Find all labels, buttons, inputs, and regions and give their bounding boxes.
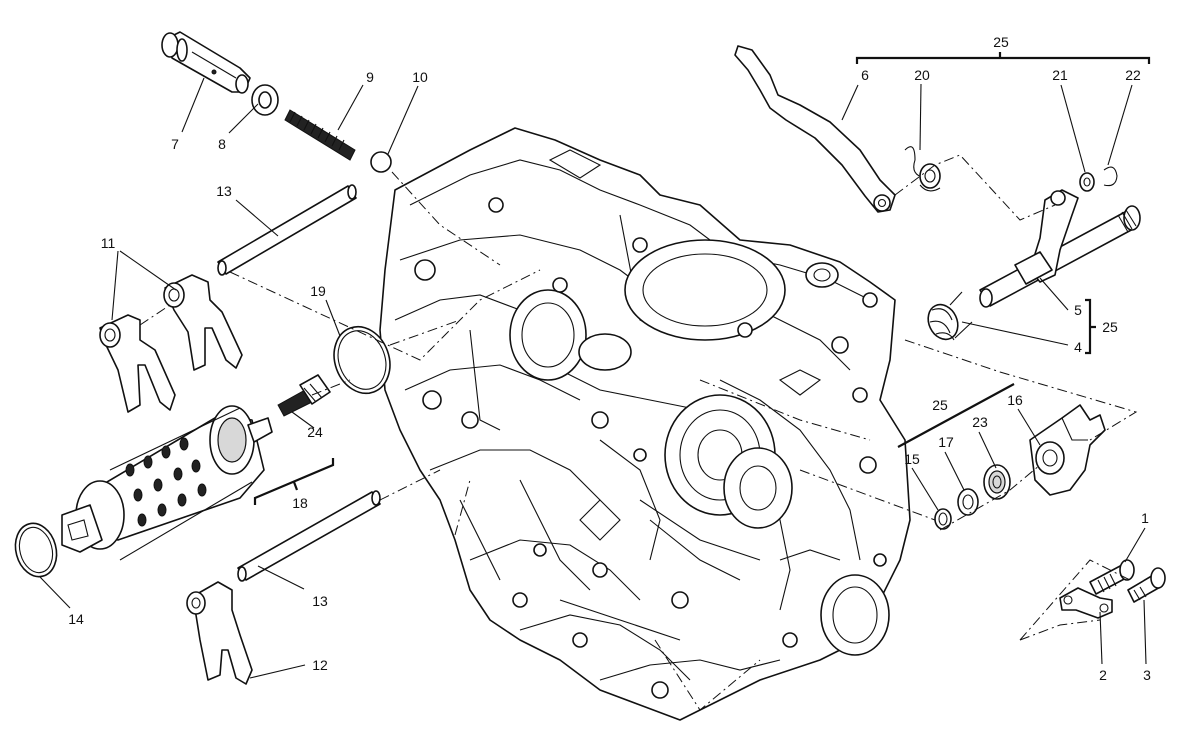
bracket-25-middle bbox=[897, 383, 1015, 448]
part-8-washer bbox=[251, 84, 279, 116]
part-16-plate bbox=[1029, 404, 1106, 496]
crankcase-half bbox=[379, 127, 911, 721]
part-13-fork-rod-lower bbox=[237, 490, 381, 582]
part-3-screw bbox=[1127, 567, 1166, 603]
part-22-circlip bbox=[1103, 166, 1118, 187]
callout-4: 4 bbox=[1074, 339, 1082, 355]
part-24-pin bbox=[277, 374, 331, 417]
part-19-o-ring bbox=[333, 325, 391, 395]
callout-12: 12 bbox=[312, 657, 328, 673]
part-20-spring-clip bbox=[904, 146, 941, 192]
part-21-washer bbox=[1079, 172, 1095, 192]
part-2-plate bbox=[1059, 587, 1113, 619]
part-13-fork-rod-upper bbox=[217, 184, 357, 276]
callout-3: 3 bbox=[1143, 667, 1151, 683]
part-15-circlip bbox=[934, 508, 952, 530]
callout-11: 11 bbox=[101, 235, 116, 251]
part-23-seal bbox=[983, 464, 1011, 500]
callout-16: 16 bbox=[1007, 392, 1023, 408]
callout-25-right: 25 bbox=[1102, 319, 1118, 335]
callout-10: 10 bbox=[412, 69, 428, 85]
part-9-spring bbox=[284, 109, 356, 161]
part-4-return-spring bbox=[927, 291, 973, 341]
callout-13-upper: 13 bbox=[216, 183, 232, 199]
part-1-screw bbox=[1089, 559, 1135, 595]
assembly-lines bbox=[139, 154, 1138, 711]
part-14-o-ring bbox=[14, 522, 58, 578]
callout-15: 15 bbox=[904, 451, 920, 467]
callout-5: 5 bbox=[1074, 302, 1082, 318]
leader-lines bbox=[39, 77, 1147, 679]
bracket-25-top bbox=[855, 52, 1151, 64]
callout-17: 17 bbox=[938, 434, 954, 450]
callout-23: 23 bbox=[972, 414, 988, 430]
callout-18: 18 bbox=[292, 495, 308, 511]
part-10-ball bbox=[370, 151, 392, 173]
part-17-washer bbox=[957, 488, 979, 516]
part-18-selector-drum bbox=[61, 405, 273, 561]
callout-24: 24 bbox=[307, 424, 323, 440]
part-11-shift-fork-b bbox=[163, 274, 243, 371]
callout-6: 6 bbox=[861, 67, 869, 83]
callout-7: 7 bbox=[171, 136, 179, 152]
callout-1: 1 bbox=[1141, 510, 1149, 526]
callout-19: 19 bbox=[310, 283, 326, 299]
callout-22: 22 bbox=[1125, 67, 1141, 83]
bracket-25-right bbox=[1085, 298, 1096, 355]
callout-8: 8 bbox=[218, 136, 226, 152]
callout-labels: 7 8 9 10 13 11 19 24 18 14 13 12 25 6 20… bbox=[68, 34, 1151, 683]
part-6-shift-arm bbox=[734, 45, 896, 213]
bracket-18 bbox=[253, 458, 335, 505]
callout-25-top: 25 bbox=[993, 34, 1009, 50]
callout-21: 21 bbox=[1052, 67, 1068, 83]
part-7-detent-bolt bbox=[161, 31, 251, 94]
callout-9: 9 bbox=[366, 69, 374, 85]
callout-2: 2 bbox=[1099, 667, 1107, 683]
callout-14: 14 bbox=[68, 611, 84, 627]
callout-25-middle: 25 bbox=[932, 397, 948, 413]
part-12-shift-fork bbox=[186, 581, 253, 685]
part-5-shift-shaft bbox=[979, 189, 1141, 308]
part-11-shift-fork-a bbox=[99, 314, 176, 413]
callout-20: 20 bbox=[914, 67, 930, 83]
callout-13-lower: 13 bbox=[312, 593, 328, 609]
